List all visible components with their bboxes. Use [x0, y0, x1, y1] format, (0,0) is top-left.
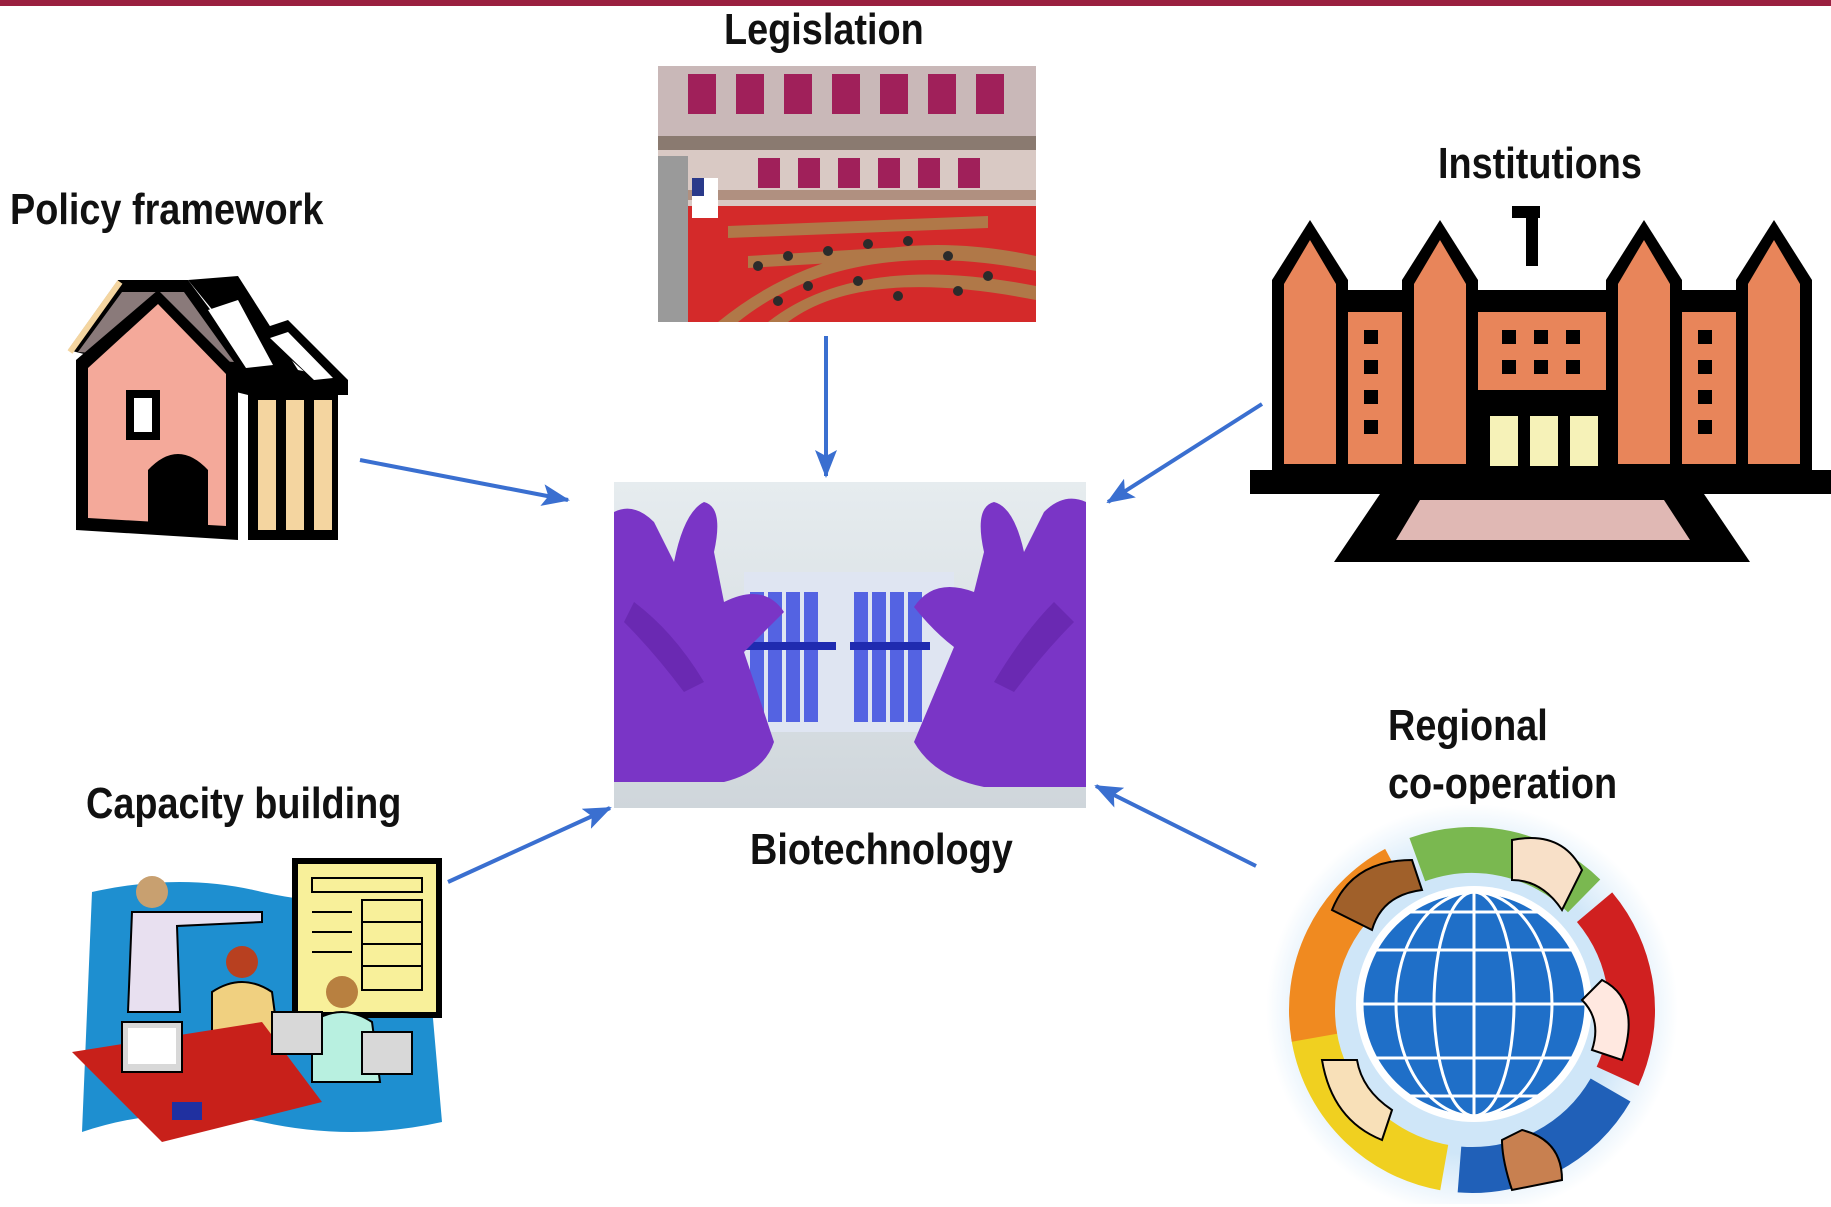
classroom-computers-icon — [72, 858, 442, 1142]
gel-electrophoresis-gloves-photo — [614, 482, 1086, 808]
arrow-regional — [1094, 784, 1257, 868]
capacity-building-label: Capacity building — [86, 779, 402, 828]
house-icon — [67, 276, 348, 540]
regional-label-line1: Regional — [1388, 701, 1548, 750]
arrow-institutions — [1106, 402, 1264, 504]
legislation-label: Legislation — [724, 5, 924, 54]
policy-framework-label: Policy framework — [10, 185, 324, 234]
arrow-policy — [359, 458, 570, 506]
parliament-chamber-icon — [658, 66, 1036, 322]
arrow-capacity — [447, 806, 612, 884]
globe-hands-icon — [1266, 804, 1678, 1204]
institution-building-icon — [1250, 206, 1831, 562]
regional-label-line2: co-operation — [1388, 759, 1618, 808]
biotechnology-label: Biotechnology — [750, 825, 1013, 874]
top-rule — [0, 0, 1831, 6]
institutions-label: Institutions — [1438, 139, 1642, 188]
